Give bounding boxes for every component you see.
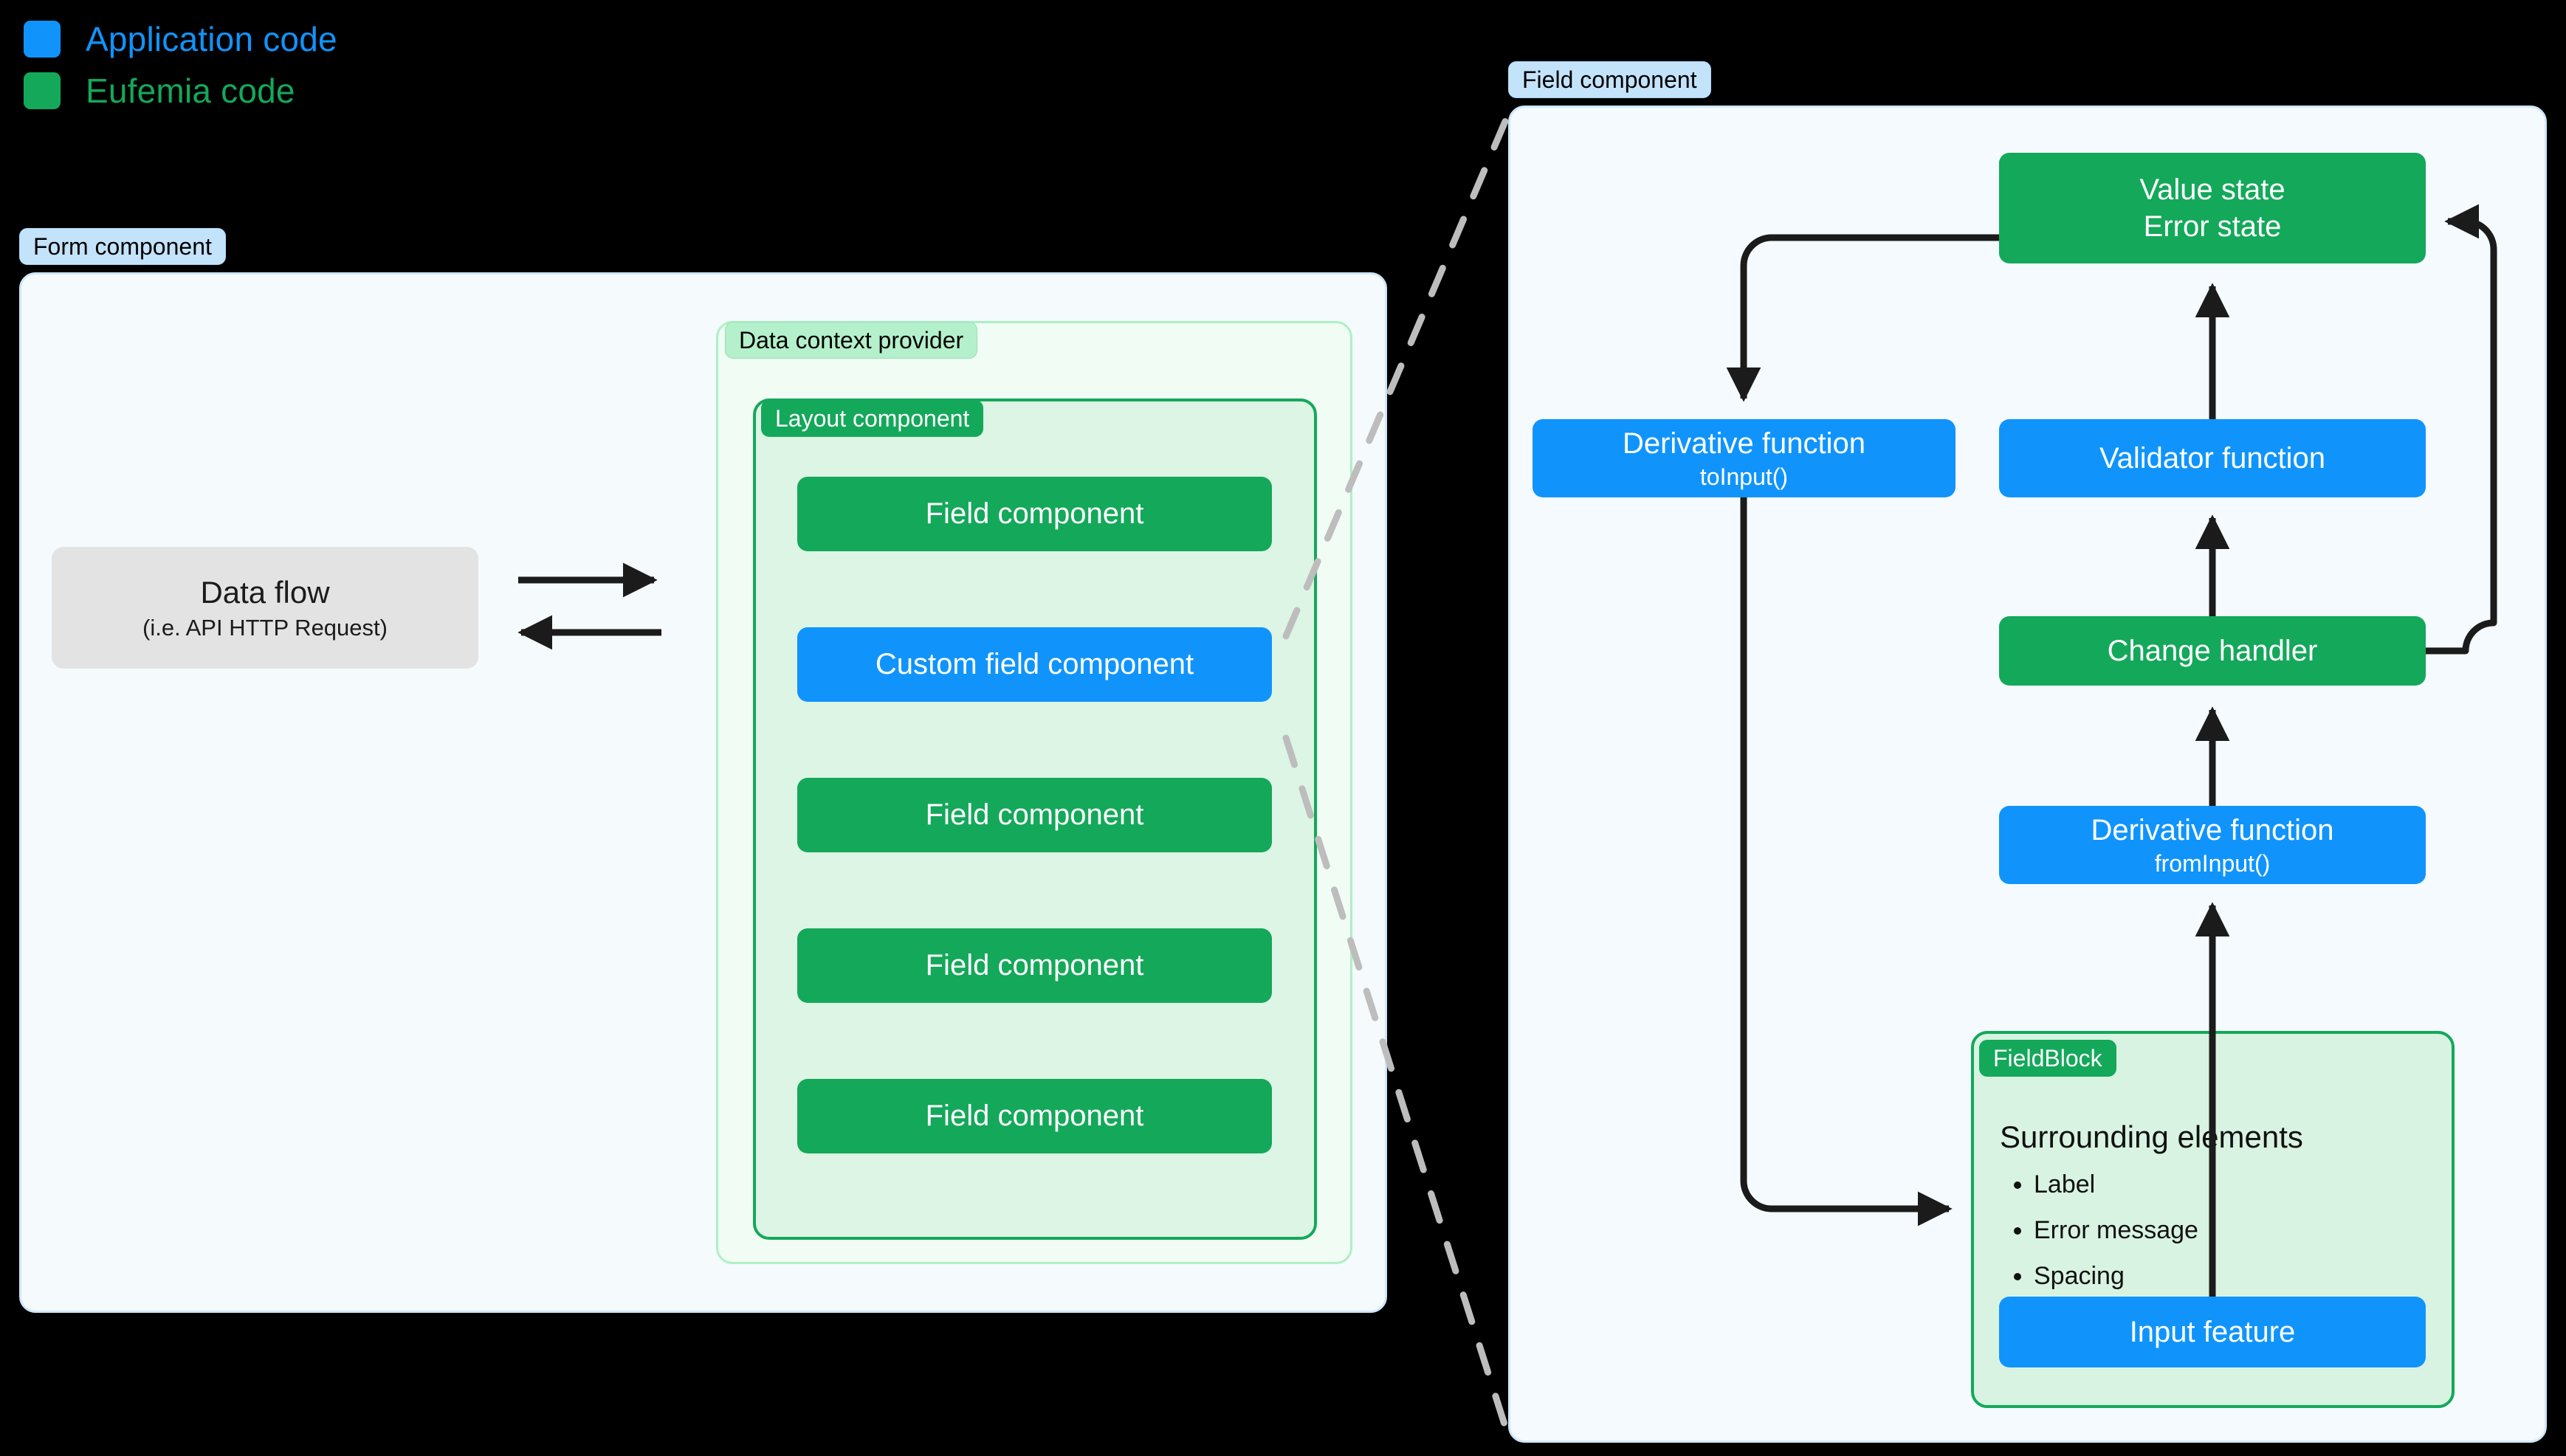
layout-field-component-1[interactable]: Field component <box>797 477 1272 551</box>
legend-item-application-code: Application code <box>24 13 337 65</box>
derivative-function-frominput-box[interactable]: Derivative function fromInput() <box>1999 806 2426 884</box>
change-handler-label: Change handler <box>2107 634 2318 667</box>
toinput-line1: Derivative function <box>1622 427 1866 460</box>
legend-label-application-code: Application code <box>86 20 337 58</box>
field-component-badge: Field component <box>1508 61 1711 98</box>
change-handler-box[interactable]: Change handler <box>1999 616 2426 686</box>
layout-field-component-4-label: Field component <box>925 1100 1144 1133</box>
derivative-function-toinput-box[interactable]: Derivative function toInput() <box>1533 419 1956 497</box>
layout-field-component-3-label: Field component <box>925 949 1144 982</box>
value-state-box[interactable]: Value state Error state <box>1999 153 2426 263</box>
input-feature-box[interactable]: Input feature <box>1999 1297 2426 1367</box>
frominput-line2: fromInput() <box>2154 850 2271 877</box>
layout-custom-field-component[interactable]: Custom field component <box>797 627 1272 702</box>
data-context-provider-badge: Data context provider <box>725 322 978 359</box>
surrounding-elements-title: Surrounding elements <box>2000 1119 2303 1154</box>
value-state-line2: Error state <box>2143 210 2282 243</box>
layout-field-component-1-label: Field component <box>925 497 1144 531</box>
layout-field-component-2[interactable]: Field component <box>797 778 1272 852</box>
value-state-line1: Value state <box>2139 173 2285 206</box>
legend-label-eufemia-code: Eufemia code <box>86 72 295 110</box>
form-component-badge: Form component <box>19 228 226 265</box>
legend-swatch-application-code <box>24 21 61 58</box>
surrounding-element-error-message: Error message <box>2034 1218 2198 1243</box>
layout-field-component-3[interactable]: Field component <box>797 928 1272 1003</box>
legend-swatch-eufemia-code <box>24 72 61 109</box>
validator-label: Validator function <box>2099 441 2326 475</box>
data-flow-title: Data flow <box>200 574 330 610</box>
surrounding-element-label: Label <box>2034 1172 2198 1197</box>
layout-field-component-2-label: Field component <box>925 798 1144 832</box>
layout-component-badge: Layout component <box>761 400 984 437</box>
layout-field-component-4[interactable]: Field component <box>797 1079 1272 1153</box>
surrounding-elements-list: Label Error message Spacing <box>2000 1172 2198 1309</box>
data-flow-subtitle: (i.e. API HTTP Request) <box>142 615 388 641</box>
fieldblock-badge: FieldBlock <box>1979 1040 2116 1077</box>
surrounding-element-spacing: Spacing <box>2034 1263 2198 1288</box>
validator-function-box[interactable]: Validator function <box>1999 419 2426 497</box>
legend-item-eufemia-code: Eufemia code <box>24 65 337 117</box>
layout-custom-field-component-label: Custom field component <box>875 648 1194 681</box>
input-feature-label: Input feature <box>2129 1315 2296 1348</box>
frominput-line1: Derivative function <box>2091 813 2334 846</box>
toinput-line2: toInput() <box>1699 463 1789 491</box>
legend: Application code Eufemia code <box>24 13 337 117</box>
data-flow-box: Data flow (i.e. API HTTP Request) <box>52 547 478 669</box>
